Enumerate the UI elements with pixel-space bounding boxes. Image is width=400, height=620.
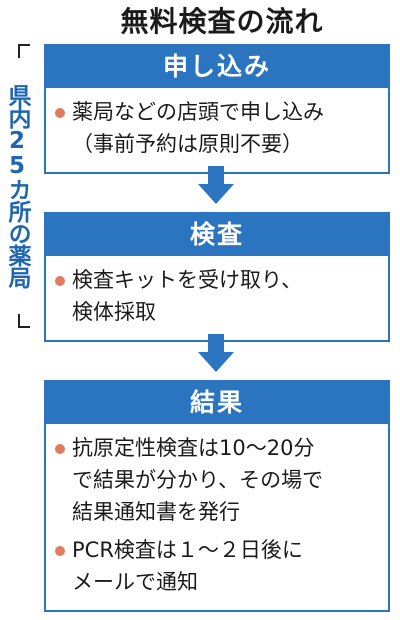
bullet-line: 結果通知書を発行 (72, 500, 240, 524)
step-test-heading: 検査 (46, 214, 388, 256)
down-arrow-icon (198, 166, 234, 204)
bullet-line: 検査キットを受け取り、 (72, 268, 303, 292)
step-apply: 申し込み 薬局などの店頭で申し込み （事前予約は原則不要） (44, 44, 390, 174)
bullet-line: （事前予約は原則不要） (72, 132, 303, 156)
step-result-bullet-pcr: PCR検査は１～２日後に メールで通知 (55, 534, 376, 598)
bullet-line: で結果が分かり、その場で (72, 468, 324, 492)
bullet-line: 抗原定性検査は10～20分 (72, 436, 315, 460)
step-apply-bullet: 薬局などの店頭で申し込み （事前予約は原則不要） (55, 96, 376, 160)
step-test-bullet: 検査キットを受け取り、 検体採取 (55, 264, 376, 328)
step-apply-heading: 申し込み (46, 46, 388, 88)
step-result: 結果 抗原定性検査は10～20分 で結果が分かり、その場で 結果通知書を発行 P… (44, 380, 390, 612)
bullet-line: メールで通知 (72, 570, 198, 594)
step-test: 検査 検査キットを受け取り、 検体採取 (44, 212, 390, 342)
step-result-heading: 結果 (46, 382, 388, 424)
side-label: 県内25カ所の薬局 (0, 58, 34, 314)
diagram-title: 無料検査の流れ (120, 5, 324, 38)
step-result-bullet-antigen: 抗原定性検査は10～20分 で結果が分かり、その場で 結果通知書を発行 (55, 432, 376, 528)
bullet-line: PCR検査は１～２日後に (72, 538, 303, 562)
down-arrow-icon (198, 334, 234, 372)
bullet-line: 薬局などの店頭で申し込み (72, 100, 324, 124)
bullet-line: 検体採取 (72, 300, 156, 324)
